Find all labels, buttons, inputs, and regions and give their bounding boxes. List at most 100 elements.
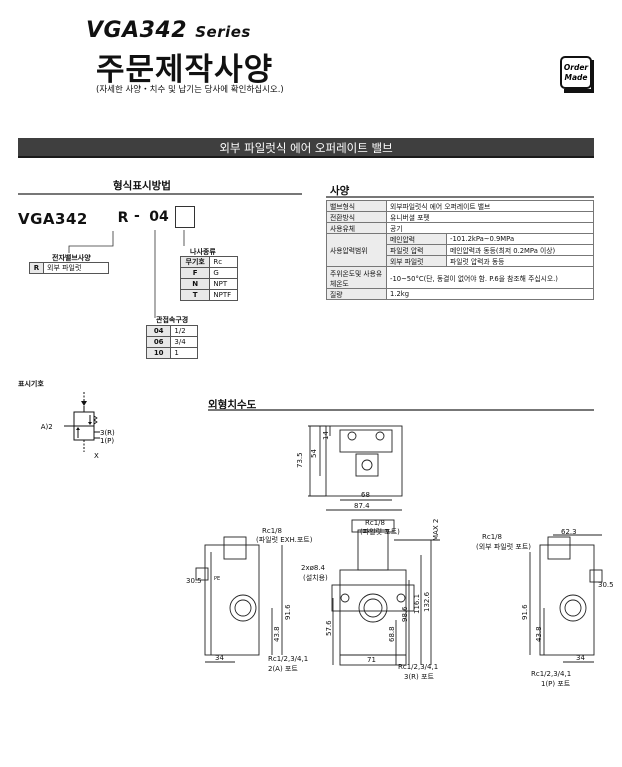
symbol-heading: 표시기호: [18, 380, 44, 388]
spec-heading: 사양: [330, 185, 350, 197]
port-code: 06: [145, 336, 172, 348]
dim-top-73-5: 73.5: [296, 452, 304, 468]
symbol-p-label: 1(P): [100, 437, 114, 445]
port-table: 04 1/2 06 3/4 10 1: [145, 325, 198, 359]
thread-header-desc: Rc: [209, 256, 238, 268]
front-mount-note: (설치용): [303, 573, 328, 582]
spec-value: 공기: [386, 222, 594, 234]
left-port-label: Rc1/2,3/4,1: [268, 655, 308, 663]
dim-top-54: 54: [310, 449, 318, 458]
thread-row: N NPT: [179, 278, 238, 290]
dim-top-87-4: 87.4: [354, 502, 370, 510]
badge-line2: Made: [565, 73, 588, 82]
spec-key: 사용유체: [326, 222, 387, 234]
spec-key: 주위온도및 사용유체온도: [326, 266, 387, 289]
thread-code: N: [179, 278, 211, 290]
dim-front-132-6: 132.6: [423, 591, 431, 612]
port-desc: 1: [170, 347, 198, 359]
front-pilot-port: Rc1/8: [365, 519, 385, 527]
thread-code: T: [179, 289, 211, 301]
dim-right-30-5: 30.5: [598, 581, 614, 589]
spec-subkey: 파일럿 압력: [386, 244, 447, 256]
pilot-table: R 외부 파일럿: [29, 262, 109, 274]
spec-row: 질량 1.2kg: [326, 288, 594, 300]
thread-title: 나사종류: [190, 248, 216, 256]
port-code: 10: [145, 347, 172, 359]
front-pilot-note: (파일럿 포트): [360, 527, 400, 536]
pilot-code: R: [29, 262, 44, 274]
thread-desc: NPTF: [209, 289, 238, 301]
dim-front-98-6: 98.6: [401, 606, 409, 622]
spec-row: 사용압력범위 메인압력 -101.2kPa~0.9MPa: [326, 233, 594, 267]
front-port-label: Rc1/2,3/4,1: [398, 663, 438, 671]
spec-subvalue: 메인압력과 동등(최저 0.2MPa 이상): [446, 244, 594, 256]
spec-value: -10~50°C(단, 동결이 없어야 함. P.6을 참조해 주십시오.): [386, 266, 594, 289]
dim-front-116-1: 116.1: [413, 594, 421, 614]
dim-front-57-6: 57.6: [325, 620, 333, 636]
right-ext-note: (외부 파일럿 포트): [476, 542, 531, 551]
right-ext-port: Rc1/8: [482, 533, 502, 541]
badge-line1: Order: [564, 63, 590, 72]
dim-right-43-8: 43.8: [535, 626, 543, 642]
pilot-desc: 외부 파일럿: [43, 262, 109, 274]
left-pe-label: PE: [214, 576, 220, 582]
left-port-note: 2(A) 포트: [268, 665, 298, 673]
thread-header-code: 무기호: [179, 256, 211, 268]
left-exh-port: Rc1/8: [262, 527, 282, 535]
symbol-x-label: X: [94, 452, 99, 460]
ordering-heading: 형식표시방법: [113, 180, 171, 192]
port-row: 10 1: [145, 347, 198, 359]
dim-front-68-8: 68.8: [388, 626, 396, 642]
port-desc: 1/2: [170, 325, 198, 337]
symbol-r-label: 3(R): [100, 429, 115, 437]
port-title: 관접속구경: [156, 316, 189, 324]
thread-row: T NPTF: [179, 289, 238, 301]
thread-desc: G: [209, 267, 238, 279]
dim-left-91-6: 91.6: [284, 604, 292, 620]
thread-header-row: 무기호 Rc: [179, 256, 238, 268]
port-row: 04 1/2: [145, 325, 198, 337]
ordering-heading-rule: [18, 193, 302, 195]
dim-left-30-5: 30.5: [186, 577, 202, 585]
model-number: VGA342: [18, 210, 88, 228]
series-title: VGA342 Series: [86, 18, 251, 43]
section-title-bar: 외부 파일럿식 에어 오퍼레이트 밸브: [18, 138, 594, 158]
title-note: (자세한 사양・치수 및 납기는 당사에 확인하십시오.): [96, 85, 284, 95]
dim-top-14: 14: [322, 431, 330, 440]
spec-key: 질량: [326, 288, 387, 300]
spec-subvalue: 파일럿 압력과 동등: [446, 255, 594, 267]
dimension-drawings: 73.5 54 14 68 87.4 Rc1/8 (파일럿 EXH.포트) 30…: [186, 425, 614, 688]
dim-left-34: 34: [215, 654, 224, 662]
port-desc: 3/4: [170, 336, 198, 348]
front-mount: 2xø8.4: [301, 564, 326, 572]
pilot-row: R 외부 파일럿: [29, 262, 109, 274]
valve-symbol: (A)2 3(R) 1(P) X: [40, 392, 115, 460]
code-port: 04: [147, 207, 171, 229]
thread-row: F G: [179, 267, 238, 279]
thread-desc: NPT: [209, 278, 238, 290]
left-exh-note: (파일럿 EXH.포트): [256, 535, 313, 544]
spec-row: 전환방식 유니버셜 포펫: [326, 211, 594, 223]
symbol-a-label: (A)2: [40, 423, 53, 431]
code-thread-box: [175, 206, 195, 228]
front-port-note: 3(R) 포트: [404, 673, 434, 681]
front-max: MAX 2: [432, 519, 440, 541]
spec-heading-rule: [326, 196, 594, 198]
spec-value: 외부파일럿식 에어 오퍼레이트 밸브: [386, 200, 594, 212]
spec-subvalue: -101.2kPa~0.9MPa: [446, 233, 594, 245]
spec-row: 밸브형식 외부파일럿식 에어 오퍼레이트 밸브: [326, 200, 594, 212]
series-model: VGA342: [86, 18, 188, 43]
right-port-label: Rc1/2,3/4,1: [531, 670, 571, 678]
spec-key: 사용압력범위: [326, 233, 387, 267]
spec-row: 사용유체 공기: [326, 222, 594, 234]
dimensions-heading-rule: [208, 409, 594, 411]
dim-right-62-3: 62.3: [561, 528, 577, 536]
dim-front-71: 71: [367, 656, 376, 664]
spec-row: 주위온도및 사용유체온도 -10~50°C(단, 동결이 없어야 함. P.6을…: [326, 266, 594, 289]
spec-value: 1.2kg: [386, 288, 594, 300]
order-made-badge: Order Made: [560, 56, 594, 93]
spec-subkey: 외부 파일럿: [386, 255, 447, 267]
dimensions-heading: 외형치수도: [208, 399, 257, 411]
dim-left-43-8: 43.8: [273, 626, 281, 642]
spec-key: 밸브형식: [326, 200, 387, 212]
